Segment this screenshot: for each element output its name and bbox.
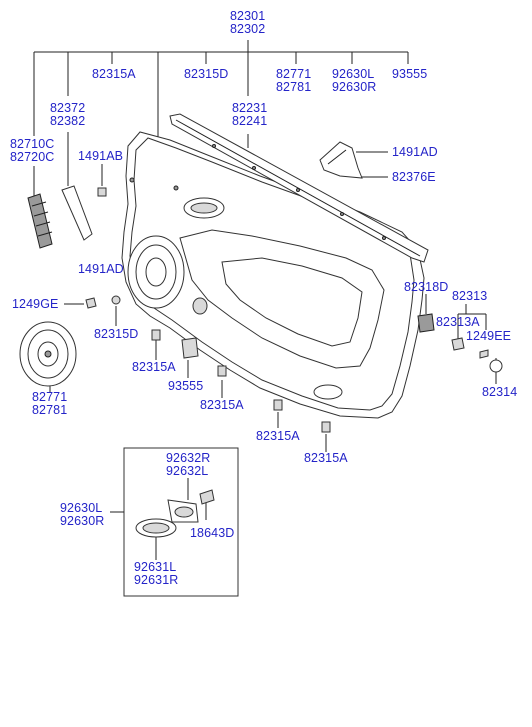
label-82241[interactable]: 82241 [232, 114, 268, 128]
label-82781-bot[interactable]: 82781 [32, 403, 68, 417]
label-82771-bot[interactable]: 82771 [32, 390, 68, 404]
label-18643d[interactable]: 18643D [190, 526, 235, 540]
label-82314[interactable]: 82314 [482, 385, 518, 399]
label-92630r-bot[interactable]: 92630R [60, 514, 105, 528]
label-92630l-top[interactable]: 92630L [332, 67, 375, 81]
fasteners [85, 187, 503, 433]
label-82313a[interactable]: 82313A [436, 315, 480, 329]
label-92630r-top[interactable]: 92630R [332, 80, 377, 94]
label-82315a-a[interactable]: 82315A [132, 360, 176, 374]
label-93555-top[interactable]: 93555 [392, 67, 428, 81]
label-82372[interactable]: 82372 [50, 101, 86, 115]
bracket-part [319, 141, 363, 179]
label-82315d-mid[interactable]: 82315D [94, 327, 139, 341]
label-82315a-d[interactable]: 82315A [304, 451, 348, 465]
label-1491ad-left[interactable]: 1491AD [78, 262, 124, 276]
label-82376e[interactable]: 82376E [392, 170, 436, 184]
side-strip-part [27, 193, 53, 249]
label-82382[interactable]: 82382 [50, 114, 86, 128]
label-82710c[interactable]: 82710C [10, 137, 55, 151]
label-82720c[interactable]: 82720C [10, 150, 55, 164]
label-82315a-top[interactable]: 82315A [92, 67, 136, 81]
label-82315a-c[interactable]: 82315A [256, 429, 300, 443]
label-82318d[interactable]: 82318D [404, 280, 449, 294]
label-92632l[interactable]: 92632L [166, 464, 209, 478]
label-82301[interactable]: 82301 [230, 9, 266, 23]
weatherstrip-belt [169, 113, 429, 263]
label-82313[interactable]: 82313 [452, 289, 488, 303]
label-1491ad-right[interactable]: 1491AD [392, 145, 438, 159]
label-92632r[interactable]: 92632R [166, 451, 211, 465]
speaker [19, 321, 77, 387]
label-82771-top[interactable]: 82771 [276, 67, 312, 81]
garnish-part [61, 185, 93, 241]
label-1491ab[interactable]: 1491AB [78, 149, 124, 163]
label-82302[interactable]: 82302 [230, 22, 266, 36]
label-1249ee[interactable]: 1249EE [466, 329, 512, 343]
label-92630l-bot[interactable]: 92630L [60, 501, 103, 515]
label-82231[interactable]: 82231 [232, 101, 268, 115]
label-82315d-top[interactable]: 82315D [184, 67, 229, 81]
switch-bezel-inset-box [110, 447, 239, 597]
label-93555-mid[interactable]: 93555 [168, 379, 204, 393]
label-1249ge[interactable]: 1249GE [12, 297, 59, 311]
label-92631l[interactable]: 92631L [134, 560, 177, 574]
label-82315a-b[interactable]: 82315A [200, 398, 244, 412]
label-82781-top[interactable]: 82781 [276, 80, 312, 94]
label-92631r[interactable]: 92631R [134, 573, 179, 587]
door-trim-panel [121, 131, 425, 419]
